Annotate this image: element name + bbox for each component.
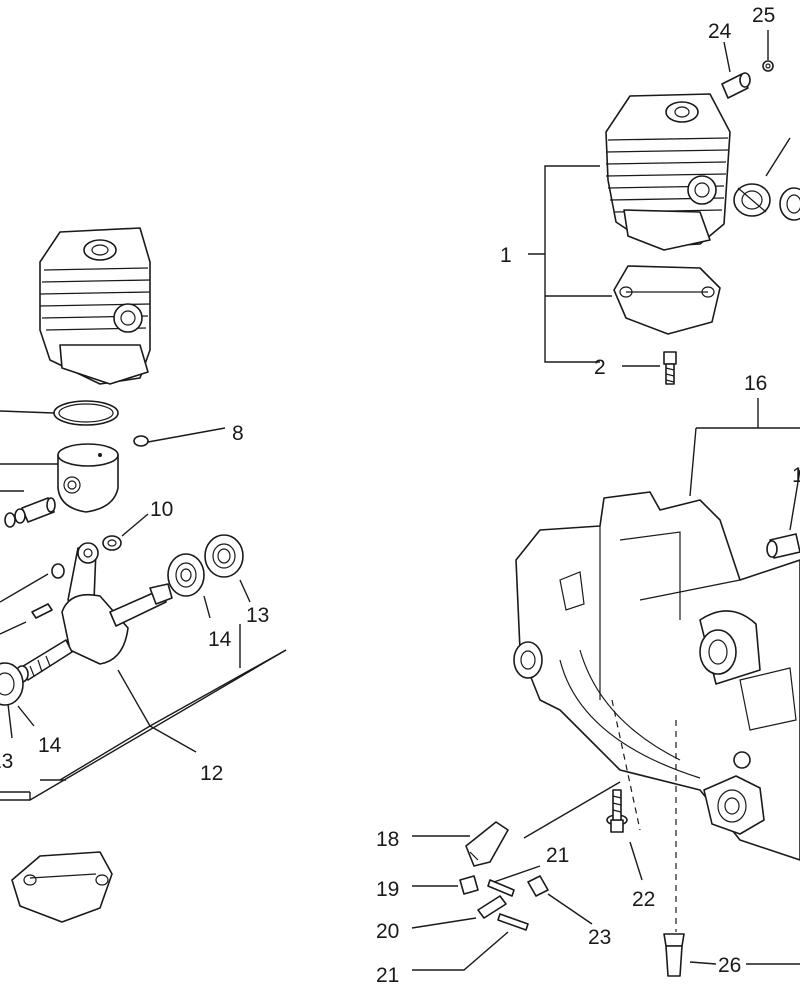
piston <box>57 443 119 513</box>
crankcase-half-lower-left <box>11 851 113 923</box>
intake-boot <box>733 183 800 221</box>
callout-2: 2 <box>594 356 606 379</box>
pins-21 <box>487 879 529 931</box>
right-cylinder <box>605 93 731 251</box>
upper-crankcase-cover <box>613 265 721 335</box>
part-20-link <box>477 895 507 919</box>
piston-pin <box>21 497 56 523</box>
callout-13-left: 13 <box>0 750 13 773</box>
woodruff-key <box>31 603 53 619</box>
callout-20: 20 <box>376 920 399 943</box>
crankshaft <box>15 542 173 683</box>
bearing-14-right <box>167 553 205 597</box>
piston-ring <box>53 400 119 426</box>
callout-numbers: 1 2 8 10 12 13 13 14 14 16 18 19 20 21 2… <box>0 4 800 987</box>
callout-8: 8 <box>232 422 244 445</box>
bearing-14-left <box>0 662 24 706</box>
part-19-clip <box>459 875 479 895</box>
callout-13-right: 13 <box>246 604 269 627</box>
callout-10: 10 <box>150 498 173 521</box>
circlip-8 <box>133 435 149 447</box>
screw-22 <box>606 789 628 833</box>
crankcase <box>513 491 800 861</box>
callout-14-left: 14 <box>38 734 62 757</box>
callout-18: 18 <box>376 828 399 851</box>
callout-26: 26 <box>718 954 741 977</box>
left-cylinder <box>39 227 151 385</box>
callout-cut-right: 1 <box>792 464 800 487</box>
callout-24: 24 <box>708 20 732 43</box>
callout-19: 19 <box>376 878 399 901</box>
crankcase-bolt <box>766 533 800 559</box>
callout-22: 22 <box>632 888 655 911</box>
alignment-lines <box>611 699 677 932</box>
small-ring <box>51 563 65 579</box>
decompression-valve-24 <box>721 72 751 99</box>
nut-25 <box>762 60 774 72</box>
callout-1: 1 <box>500 244 512 267</box>
callout-12: 12 <box>200 762 223 785</box>
callout-16: 16 <box>744 372 767 395</box>
needle-bearing-10 <box>102 535 122 551</box>
callout-23: 23 <box>588 926 611 949</box>
callout-21-bottom: 21 <box>376 964 399 987</box>
leader-lines <box>0 30 800 971</box>
pin-circlips <box>4 508 26 528</box>
part-23 <box>527 875 549 897</box>
callout-25: 25 <box>752 4 775 27</box>
callout-21-top: 21 <box>546 844 569 867</box>
seal-13-right <box>204 534 244 578</box>
part-26 <box>663 933 685 977</box>
callout-14-right: 14 <box>208 628 232 651</box>
screw-2 <box>663 351 677 385</box>
part-18-bracket <box>465 821 509 867</box>
